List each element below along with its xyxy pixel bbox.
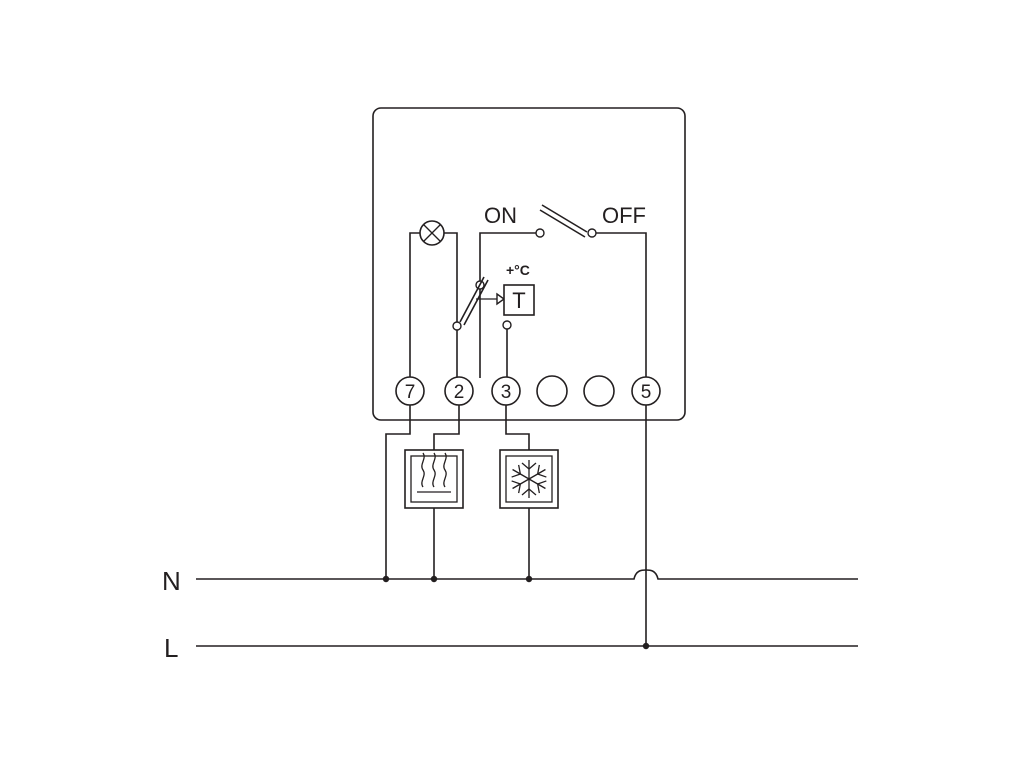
wire-terminal-2: [433, 405, 460, 450]
thermostat-unit-label: +°C: [506, 262, 530, 278]
live-label: L: [164, 633, 178, 663]
main-switch: [479, 204, 647, 378]
terminal-5: 5: [631, 376, 661, 406]
device-housing: [372, 107, 686, 421]
terminal-block: 7 2 3 5: [395, 375, 661, 407]
terminal-3: 3: [491, 376, 521, 406]
terminal-7: 7: [395, 376, 425, 406]
junction-dot: [642, 642, 650, 650]
junction-dot: [382, 575, 390, 583]
heater-icon: [404, 449, 464, 509]
svg-text:7: 7: [405, 382, 416, 403]
junction-dot: [430, 575, 438, 583]
terminal-empty-2: [583, 375, 615, 407]
indicator-lamp-icon: [409, 220, 458, 378]
svg-text:3: 3: [501, 382, 512, 403]
off-label: OFF: [602, 203, 646, 228]
svg-text:2: 2: [454, 382, 465, 403]
wire-terminal-7: [385, 405, 411, 579]
junction-dot: [525, 575, 533, 583]
terminal-2: 2: [444, 376, 474, 406]
terminal-empty-1: [536, 375, 568, 407]
thermostat-symbol: T: [512, 288, 525, 313]
neutral-line: [196, 569, 858, 580]
snowflake-icon: [499, 449, 559, 509]
svg-text:5: 5: [641, 382, 652, 403]
thermostat-sensor: +°C T: [503, 262, 535, 316]
wire-terminal-3: [505, 405, 530, 450]
neutral-label: N: [162, 566, 181, 596]
thermostat-contact: [452, 276, 512, 378]
on-label: ON: [484, 203, 517, 228]
